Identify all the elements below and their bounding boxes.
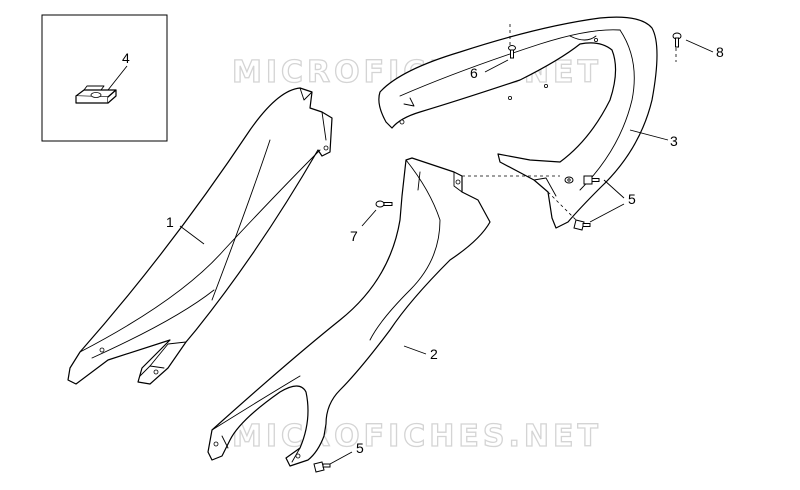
screw-part-5-upper <box>583 175 600 185</box>
callout-part-2: 2 <box>430 346 438 362</box>
tail-cowl-part-3 <box>378 16 658 229</box>
callout-part-4: 4 <box>122 50 130 66</box>
side-panel-part-2 <box>207 157 491 467</box>
screw-part-7 <box>375 200 393 208</box>
clip-nut-part-4 <box>75 85 117 104</box>
screw-part-5-bottom <box>313 461 331 473</box>
screw-part-8 <box>672 32 682 48</box>
callout-part-6: 6 <box>470 65 478 81</box>
callout-part-8: 8 <box>716 44 724 60</box>
assembly-lines <box>462 24 677 223</box>
inset-box-clip-nut <box>41 14 168 142</box>
washer-part-5-upper <box>564 176 574 184</box>
callout-part-1: 1 <box>166 214 174 230</box>
screw-part-5-lower <box>573 219 591 231</box>
side-panel-part-1 <box>67 87 333 385</box>
callout-part-5-bottom: 5 <box>356 440 364 456</box>
screw-part-6 <box>508 45 516 59</box>
callout-part-7: 7 <box>350 228 358 244</box>
watermark-bottom: MICROFICHES.NET <box>232 419 602 454</box>
callout-part-5-upper: 5 <box>628 191 636 207</box>
callout-part-3: 3 <box>670 133 678 149</box>
leader-lines <box>107 39 714 465</box>
